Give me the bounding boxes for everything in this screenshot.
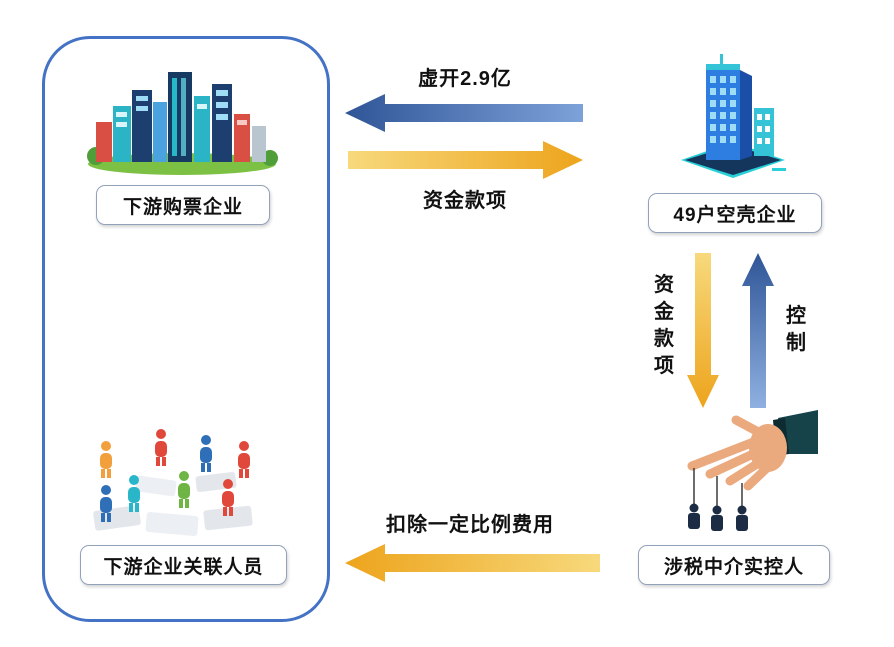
fee-arrow [345,544,600,582]
funds-down-label: 资金款项 [654,274,674,377]
city-illustration [87,72,278,175]
funds-top-arrow [348,141,583,179]
shell-companies-text: 49户空壳企业 [673,204,797,226]
control-up-label: 控制 [786,305,806,354]
fake-invoice-arrow [345,94,583,132]
intermediary-text: 涉税中介实控人 [663,556,804,578]
downstream-personnel-label: 下游企业关联人员 [80,545,287,585]
people-illustration [93,429,253,536]
downstream-buyer-text: 下游购票企业 [122,196,243,218]
building-illustration [681,54,786,178]
intermediary-label: 涉税中介实控人 [638,545,830,585]
downstream-buyer-label: 下游购票企业 [96,185,270,225]
fee-label: 扣除一定比例费用 [386,514,554,536]
funds-top-label: 资金款项 [423,190,507,212]
funds-down-arrow [687,253,719,408]
control-up-arrow [742,253,774,408]
downstream-personnel-text: 下游企业关联人员 [103,556,264,578]
puppet-hand-illustration [687,410,818,531]
shell-companies-label: 49户空壳企业 [648,193,822,233]
fake-invoice-label: 虚开2.9亿 [418,68,512,90]
